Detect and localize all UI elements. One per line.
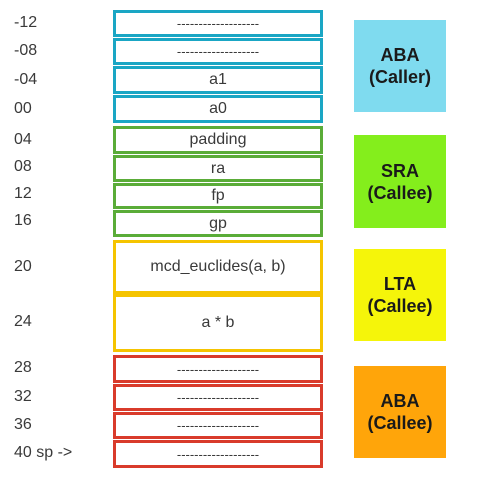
stack-cell: a1: [113, 66, 323, 94]
offset-label: 32: [14, 388, 32, 405]
offset-label: 24: [14, 313, 32, 330]
offset-label: 08: [14, 158, 32, 175]
offset-label: 20: [14, 258, 32, 275]
region-subtitle: (Callee): [367, 296, 433, 316]
region-title: ABA: [380, 391, 420, 411]
offset-label: 40 sp ->: [14, 444, 73, 461]
offset-label: -08: [14, 42, 38, 59]
stack-cell: ra: [113, 155, 323, 182]
offset-label: 12: [14, 185, 32, 202]
region-subtitle: (Caller): [368, 67, 431, 87]
region-subtitle: (Callee): [367, 182, 433, 203]
stack-cell: a0: [113, 95, 323, 123]
region-sra-callee: SRA (Callee): [354, 135, 446, 228]
stack-cell: -------------------: [113, 440, 323, 468]
stack-cell: -------------------: [113, 384, 323, 411]
region-aba-caller: ABA (Caller): [354, 20, 446, 112]
region-title: ABA: [380, 45, 420, 65]
offset-label: 04: [14, 131, 32, 148]
region-lta-callee: LTA (Callee): [354, 249, 446, 341]
offset-label: 00: [14, 100, 32, 117]
stack-cell: a * b: [113, 294, 323, 352]
offset-label: -12: [14, 14, 38, 31]
offset-label: -04: [14, 71, 38, 88]
offset-label: 28: [14, 359, 32, 376]
region-aba-callee: ABA (Callee): [354, 366, 446, 458]
stack-cell: fp: [113, 183, 323, 209]
stack-cell: -------------------: [113, 412, 323, 439]
stack-cell: mcd_euclides(a, b): [113, 240, 323, 294]
stack-cell: -------------------: [113, 10, 323, 37]
stack-cell: padding: [113, 126, 323, 154]
offset-label: 36: [14, 416, 32, 433]
stack-cell: gp: [113, 210, 323, 237]
stack-cell: -------------------: [113, 355, 323, 383]
offset-label: 16: [14, 212, 32, 229]
region-title: SRA: [380, 160, 419, 181]
region-subtitle: (Callee): [367, 413, 433, 433]
stack-cell: -------------------: [113, 38, 323, 65]
region-title: LTA: [383, 274, 417, 294]
